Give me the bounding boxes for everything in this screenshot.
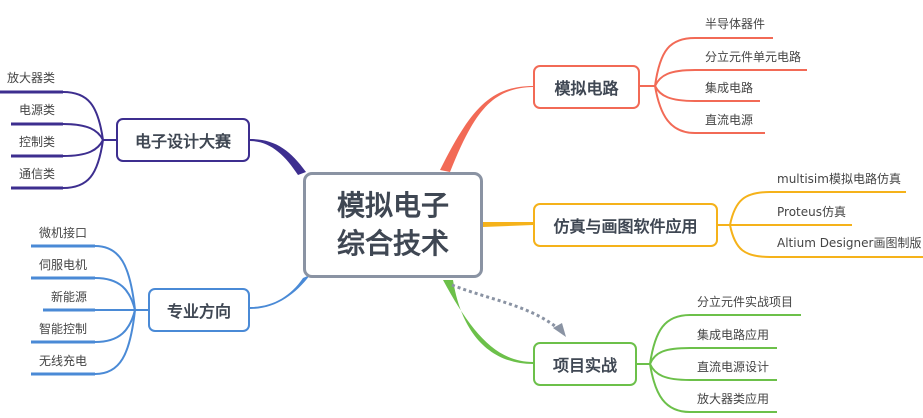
connector-central-sim xyxy=(483,222,533,227)
subtopic-intelligent-control[interactable]: 智能控制 xyxy=(39,322,88,336)
subtopic-ic-application[interactable]: 集成电路应用 xyxy=(697,328,770,342)
subtopic-dc-power-design[interactable]: 直流电源设计 xyxy=(697,360,770,374)
analog-leaf-lines xyxy=(640,37,807,134)
topic-project-practice[interactable]: 项目实战 xyxy=(533,342,637,386)
subtopic-communication-class[interactable]: 通信类 xyxy=(19,167,56,181)
subtopic-amplifier-class[interactable]: 放大器类 xyxy=(7,71,56,85)
central-topic-line2: 综合技术 xyxy=(336,227,449,260)
project-leaf-lines xyxy=(637,314,801,413)
topic-analog-circuit[interactable]: 模拟电路 xyxy=(533,65,640,109)
connector-central-project xyxy=(443,280,533,364)
relation-arrow-line xyxy=(451,283,561,332)
subtopic-dc-power-supply[interactable]: 直流电源 xyxy=(705,113,754,127)
subtopic-control-class[interactable]: 控制类 xyxy=(19,135,56,149)
subtopic-wireless-charging[interactable]: 无线充电 xyxy=(39,354,88,368)
subtopic-servo-motor[interactable]: 伺服电机 xyxy=(39,258,88,272)
subtopic-amplifier-application[interactable]: 放大器类应用 xyxy=(697,392,770,406)
topic-analog-circuit-label: 模拟电路 xyxy=(554,79,619,98)
subtopic-semiconductor-devices[interactable]: 半导体器件 xyxy=(705,17,766,31)
relation-arrow-head xyxy=(553,323,566,337)
connector-central-contest xyxy=(250,139,306,175)
subtopic-proteus[interactable]: Proteus仿真 xyxy=(777,205,846,219)
topic-simulation-software[interactable]: 仿真与画图软件应用 xyxy=(533,203,718,247)
central-topic[interactable]: 模拟电子 综合技术 xyxy=(303,172,483,278)
sim-leaf-lines xyxy=(718,191,923,258)
subtopic-discrete-project[interactable]: 分立元件实战项目 xyxy=(697,295,794,309)
major-leaf-lines xyxy=(31,245,148,375)
subtopic-discrete-unit-circuits[interactable]: 分立元件单元电路 xyxy=(705,50,802,64)
topic-project-practice-label: 项目实战 xyxy=(552,356,617,375)
subtopic-microcomputer-interface[interactable]: 微机接口 xyxy=(39,226,88,240)
major-leaf-underlines xyxy=(31,244,95,376)
subtopic-integrated-circuits[interactable]: 集成电路 xyxy=(705,81,754,95)
topic-major-direction-label: 专业方向 xyxy=(166,302,231,321)
topic-simulation-software-label: 仿真与画图软件应用 xyxy=(553,217,698,236)
topic-electronic-design-contest[interactable]: 电子设计大赛 xyxy=(116,118,250,162)
subtopic-power-class[interactable]: 电源类 xyxy=(19,103,56,117)
connector-central-analog xyxy=(440,86,533,172)
subtopic-multisim[interactable]: multisim模拟电路仿真 xyxy=(777,172,901,186)
central-topic-line1: 模拟电子 xyxy=(336,189,449,222)
subtopic-altium-designer[interactable]: Altium Designer画图制版 xyxy=(777,236,922,250)
connector-central-major xyxy=(250,275,310,309)
contest-leaf-lines xyxy=(0,91,116,189)
contest-leaf-underlines xyxy=(0,90,63,190)
topic-major-direction[interactable]: 专业方向 xyxy=(148,288,250,332)
topic-electronic-design-contest-label: 电子设计大赛 xyxy=(134,132,231,151)
subtopic-new-energy[interactable]: 新能源 xyxy=(51,290,88,304)
